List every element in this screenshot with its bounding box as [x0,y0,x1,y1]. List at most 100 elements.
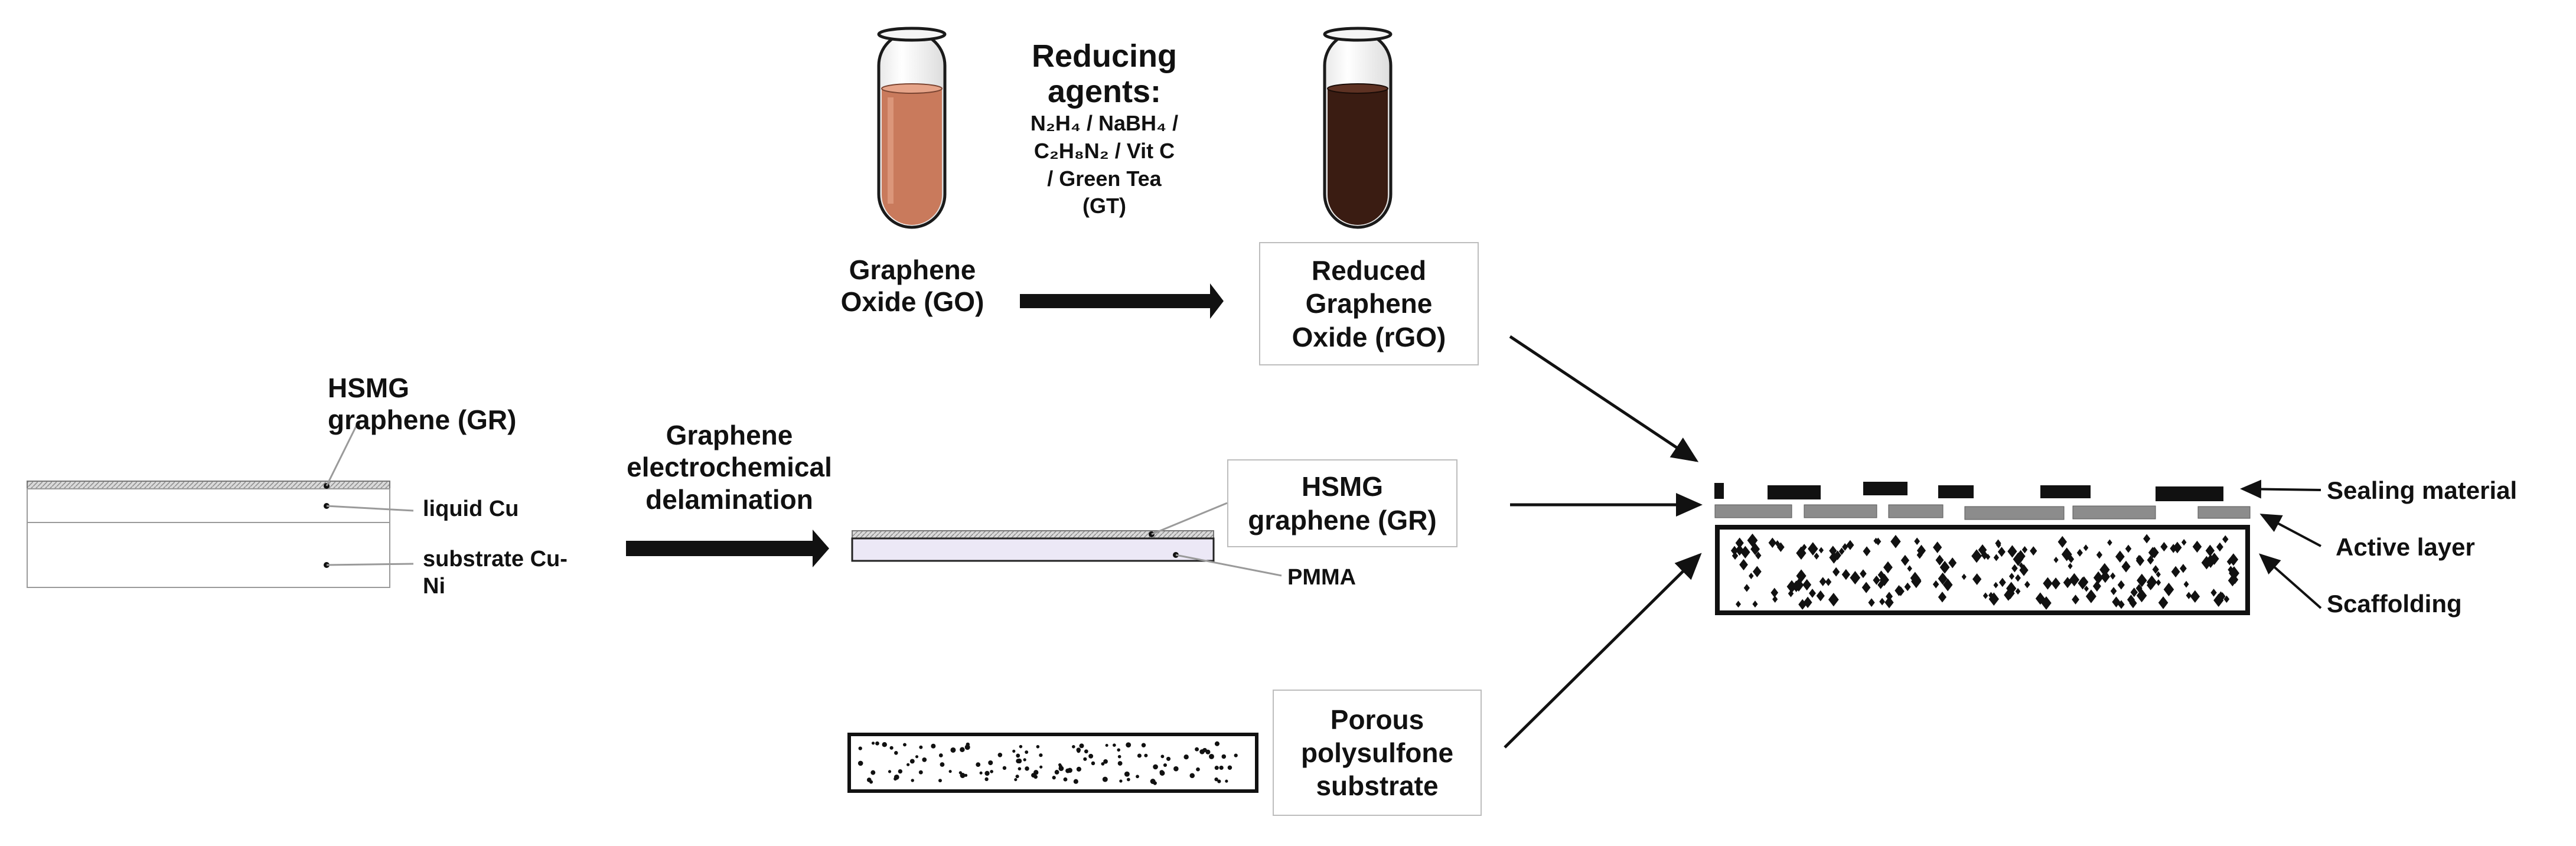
substrate-layer [27,522,390,588]
pore-dot [2063,577,2072,589]
box-porous-substrate: Porous polysulfone substrate [1273,690,1482,816]
pore-dot [2078,577,2088,590]
pore-dot [2136,589,2147,603]
pore-dot [1911,574,1922,589]
pore-dot [1015,775,1019,779]
pore-dot [1828,593,1839,607]
pore-dot [1860,569,1867,579]
pore-dot [1076,766,1081,772]
pore-dot [1900,554,1910,566]
pore-dot [2186,592,2192,599]
pore-dot [909,759,915,764]
pore-dot [2205,544,2215,557]
pore-dot [2024,580,2030,589]
pore-dot [2158,596,2169,609]
box-reduced-graphene-oxide: Reduced Graphene Oxide (rGO) [1259,242,1479,365]
pore-dot [1163,763,1168,767]
pore-dot [2092,580,2101,592]
pore-dot [960,773,966,778]
pore-dot [1988,592,1994,599]
pore-dot [1752,600,1758,608]
pore-dot [984,777,989,782]
pore-dot [2156,571,2161,578]
pore-dot [1832,567,1840,577]
pore-dot [1752,566,1762,577]
arrows-to-membrane [1504,335,1703,749]
pore-dot [898,769,903,774]
go-liquid [882,86,942,225]
pore-dot [1747,533,1758,547]
pore-dot [948,770,952,773]
arrow-delamination [626,530,829,567]
graphene-layer-left [27,481,390,489]
pore-dot [907,763,910,766]
pore-dot [1740,546,1750,559]
scaffolding [1715,525,2250,615]
pmma-layer [851,537,1215,562]
pore-dot [1136,775,1139,779]
pore-dot [1153,764,1158,770]
pore-dot [1084,749,1088,754]
pore-dot [2143,534,2151,544]
pore-dot [1861,582,1871,593]
pore-dot [1067,767,1072,773]
pore-dot [2137,573,2147,587]
pore-dot [2201,556,2212,570]
pore-dot [1735,544,1744,556]
pore-dot [1863,546,1871,557]
label-sealing-material: Sealing material [2327,476,2518,504]
pore-dot [1739,558,1748,571]
pore-dot [1879,597,1885,606]
pore-dot [1103,759,1108,764]
pore-dot [1016,753,1020,758]
label-substrate-cu-ni: substrate Cu- Ni [423,547,568,599]
pore-dot [1886,592,1893,602]
pore-dot [960,747,965,752]
pore-dot [1159,770,1164,775]
pore-dot [1907,565,1912,572]
pore-dot [2229,566,2239,580]
pore-dot [1219,765,1224,770]
pore-dot [964,773,968,777]
pore-dot [1195,747,1199,752]
pore-dot [2019,562,2024,569]
pore-dot [1227,765,1232,770]
pore-dot [1189,773,1195,779]
pore-dot [2013,552,2024,566]
pore-dot [1838,547,1845,556]
pore-dot [2192,540,2202,553]
pore-dot [976,762,981,767]
pore-dot [1221,754,1227,759]
pore-dot [1982,592,1988,599]
reducing-agents-list: N₂H₄ / NaBH₄ / C₂H₈N₂ / Vit C / Green Te… [1030,110,1179,218]
pore-dot [1113,743,1116,747]
pore-dot [2109,572,2116,580]
pore-dot [1058,763,1062,767]
pore-dot [1932,580,1939,589]
pore-dot [1217,779,1221,783]
pore-dot [869,780,873,784]
pore-dot [1998,577,2006,587]
pore-dot [1850,571,1861,585]
pore-dot [1102,776,1108,782]
pore-dot [1933,541,1942,554]
pore-dot [2150,547,2159,558]
pore-dot [919,745,923,749]
pore-dot [2112,596,2121,607]
pore-dot [1054,770,1059,775]
pore-dot [1770,587,1779,598]
pore-dot [1083,757,1087,761]
pore-dot [915,755,919,759]
cu-ni-stack [27,424,414,588]
pore-dot [888,770,892,773]
pore-dot [2209,553,2219,565]
pore-dot [1897,586,1905,596]
pore-dot [2096,551,2103,559]
pore-dot [1893,537,1899,545]
pore-dot [1846,540,1854,550]
pore-dot [2007,545,2017,558]
pore-dot [1995,539,2001,547]
active-layer [1714,504,2251,520]
rgo-liquid [1328,86,1388,225]
